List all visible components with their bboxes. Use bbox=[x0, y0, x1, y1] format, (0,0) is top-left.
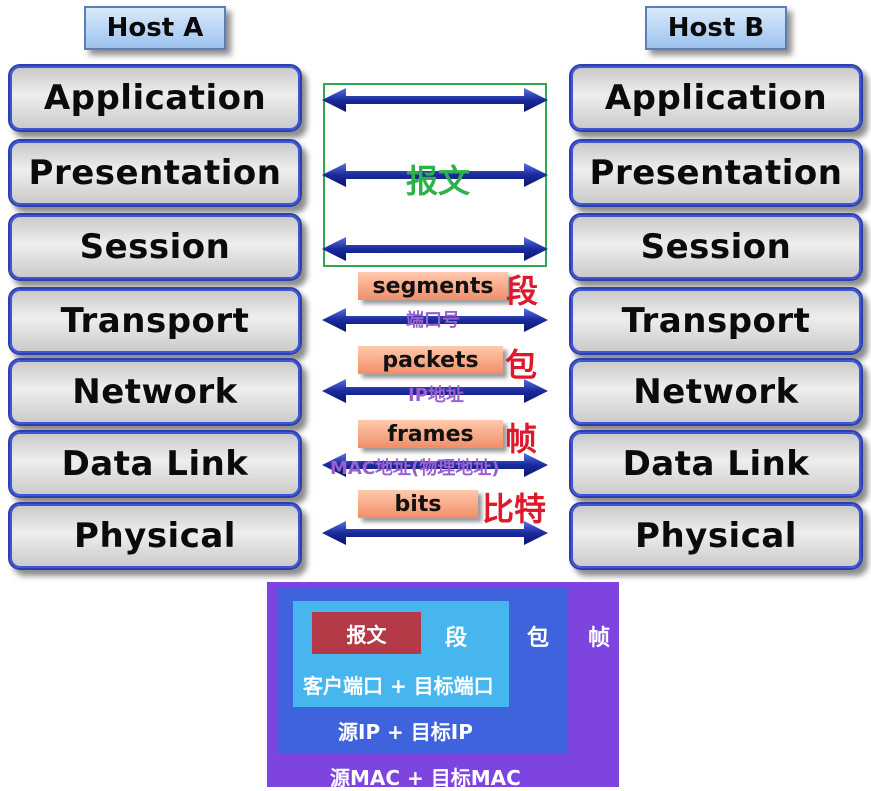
host-a-label: Host A bbox=[84, 6, 226, 50]
pdu-segments: segments bbox=[358, 272, 508, 300]
pdu-frames: frames bbox=[358, 420, 503, 448]
host-b-layer-application: Application bbox=[569, 64, 863, 132]
host-b-layer-transport: Transport bbox=[569, 287, 863, 355]
pdu-frames-cn: 帧 bbox=[505, 420, 538, 458]
host-b-label: Host B bbox=[645, 6, 787, 50]
host-a-layer-physical: Physical bbox=[8, 502, 302, 570]
pdu-segments-addr: 端口号 bbox=[406, 310, 460, 331]
arrow-application bbox=[322, 88, 548, 112]
arrow-data-link bbox=[322, 453, 548, 477]
arrow-network bbox=[322, 379, 548, 403]
enc-frame-label: 帧 bbox=[588, 626, 611, 651]
host-b-layer-network: Network bbox=[569, 358, 863, 426]
host-a-layer-application: Application bbox=[8, 64, 302, 132]
enc-packet-label: 包 bbox=[527, 626, 550, 651]
enc-segment-header: 客户端口 + 目标端口 bbox=[303, 674, 494, 698]
host-a-layer-data-link: Data Link bbox=[8, 430, 302, 498]
pdu-bits: bits bbox=[358, 490, 478, 518]
pdu-packets-addr: IP地址 bbox=[408, 385, 464, 406]
host-b-layer-data-link: Data Link bbox=[569, 430, 863, 498]
pdu-frames-addr: MAC地址(物理地址) bbox=[330, 458, 500, 479]
enc-packet-header: 源IP + 目标IP bbox=[338, 720, 473, 744]
arrow-transport bbox=[322, 308, 548, 332]
enc-message-box: 报文 bbox=[312, 612, 421, 654]
pdu-bits-cn: 比特 bbox=[482, 490, 547, 528]
enc-segment-label: 段 bbox=[445, 626, 468, 651]
arrow-physical bbox=[322, 521, 548, 545]
host-a-layer-session: Session bbox=[8, 213, 302, 281]
arrow-session bbox=[322, 237, 548, 261]
host-b-layer-presentation: Presentation bbox=[569, 139, 863, 207]
pdu-packets-cn: 包 bbox=[505, 346, 538, 384]
host-a-layer-presentation: Presentation bbox=[8, 139, 302, 207]
enc-frame-header: 源MAC + 目标MAC bbox=[330, 766, 521, 790]
pdu-segments-cn: 段 bbox=[506, 272, 539, 310]
pdu-packets: packets bbox=[358, 346, 503, 374]
message-label: 报文 bbox=[406, 162, 471, 200]
host-a-layer-transport: Transport bbox=[8, 287, 302, 355]
host-a-layer-network: Network bbox=[8, 358, 302, 426]
arrow-presentation bbox=[322, 163, 548, 187]
host-b-layer-physical: Physical bbox=[569, 502, 863, 570]
host-b-layer-session: Session bbox=[569, 213, 863, 281]
